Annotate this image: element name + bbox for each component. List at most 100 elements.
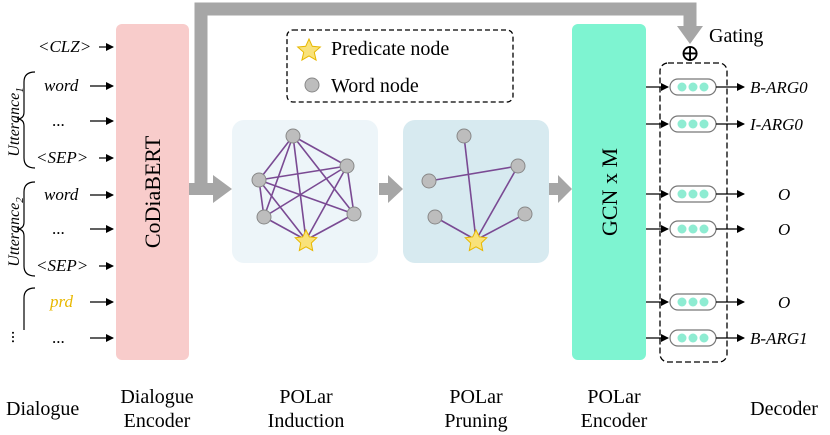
stage-label-polar-encoder-line2: Encoder [581, 410, 648, 432]
dialogue-encoder-module: CoDiaBERT [116, 24, 189, 360]
gcn-box [572, 24, 646, 360]
graph-edge [258, 135, 294, 181]
output-label: I-ARG0 [749, 115, 803, 134]
word-node [256, 209, 272, 225]
token-pill [669, 329, 717, 347]
utterance3-brace [23, 287, 36, 330]
gating-symbol: ⊕ [680, 41, 700, 67]
stage-label-polar-encoder-line1: POLar [587, 386, 641, 408]
induction-graph [232, 120, 378, 263]
predicate-node [464, 228, 488, 252]
pruning-word-nodes [421, 128, 533, 225]
graph-edge [305, 165, 348, 241]
word-node-legend-icon [304, 77, 320, 93]
decoder-outputs: B-ARG0 I-ARG0 O O O B-ARG1 [749, 78, 808, 348]
word-node [427, 209, 443, 225]
output-label: B-ARG0 [750, 78, 808, 97]
stage-label-pruning-line2: Pruning [444, 410, 507, 432]
graph-edge [428, 165, 519, 182]
pruning-panel [403, 120, 549, 263]
output-label: O [778, 220, 790, 239]
token-word-2: word [44, 185, 79, 204]
input-arrows [90, 43, 114, 342]
more-utterances-ellipsis: ... [0, 331, 18, 344]
graph-edge [475, 165, 519, 241]
graph-edge [463, 135, 477, 241]
flow-arrow-to-pruning [379, 175, 403, 203]
polar-encoder-module: GCN x M [572, 24, 646, 360]
token-sep-1: <SEP> [36, 148, 88, 167]
dialogue-inputs: <CLZ> word ... <SEP> word ... <SEP> prd … [0, 37, 114, 347]
decoder-frame [659, 62, 728, 363]
graph-edge [258, 179, 307, 241]
bypass-arrow [194, 2, 703, 186]
word-node [339, 158, 355, 174]
token-pill [669, 185, 717, 203]
graph-edge [475, 213, 526, 241]
word-node-legend-label: Word node [331, 75, 419, 97]
predicate-node-legend-icon [296, 37, 322, 62]
token-pill [669, 115, 717, 133]
decoder-output-arrows [716, 83, 745, 342]
gcn-label: GCN x M [597, 148, 622, 236]
token-clz: <CLZ> [38, 37, 91, 56]
stage-label-decoder: Decoder [750, 398, 818, 420]
utterance2-label: Utterance2 [6, 197, 26, 267]
pruning-edges [428, 135, 526, 241]
stage-label-induction-line2: Induction [268, 410, 345, 432]
flow-arrow-to-gcn [549, 175, 572, 203]
token-pill [669, 78, 717, 96]
utterance1-brace [16, 71, 36, 169]
graph-edge [434, 216, 477, 241]
token-word-1: word [44, 76, 79, 95]
graph-edge [263, 216, 307, 241]
token-pill [669, 293, 717, 311]
stage-label-pruning-line1: POLar [449, 386, 503, 408]
word-node [517, 206, 533, 222]
token-ellipsis-2: ... [52, 219, 65, 238]
word-node [346, 206, 362, 222]
gating: ⊕ Gating [680, 25, 763, 67]
pruning-graph [403, 120, 549, 263]
induction-word-nodes [251, 128, 362, 225]
stage-label-dialogue-encoder-line1: Dialogue [120, 386, 193, 408]
token-predicate: prd [49, 292, 73, 311]
graph-edge [305, 213, 355, 241]
flow-arrow-to-induction [189, 175, 232, 203]
word-node [510, 158, 526, 174]
graph-edge [346, 165, 355, 215]
graph-edge [292, 135, 355, 215]
graph-edge [292, 135, 348, 167]
flow-arrows [189, 175, 572, 203]
stage-label-dialogue: Dialogue [6, 398, 79, 420]
word-node [251, 172, 267, 188]
token-sep-2: <SEP> [36, 256, 88, 275]
graph-edge [263, 165, 348, 218]
legend: Predicate node Word node [286, 29, 514, 103]
codiabert-box [116, 24, 189, 360]
word-node [421, 173, 437, 189]
graph-edge [258, 165, 348, 181]
stage-labels: Dialogue Dialogue Encoder POLar Inductio… [6, 386, 818, 432]
predicate-node-legend-label: Predicate node [331, 38, 449, 60]
stage-label-dialogue-encoder-line2: Encoder [124, 410, 191, 432]
gcn-output-arrows [646, 83, 669, 342]
gating-label: Gating [709, 25, 763, 47]
output-label: B-ARG1 [750, 329, 808, 348]
token-ellipsis-1: ... [52, 111, 65, 130]
token-ellipsis-3: ... [52, 328, 65, 347]
word-node [456, 128, 472, 144]
word-node [285, 128, 301, 144]
graph-edge [258, 179, 355, 215]
induction-edges [258, 135, 355, 241]
codiabert-label: CoDiaBERT [140, 135, 165, 248]
output-label: O [778, 293, 790, 312]
output-label: O [778, 185, 790, 204]
utterance1-label: Utterance1 [6, 87, 26, 156]
utterance2-brace [16, 181, 36, 277]
stage-label-induction-line1: POLar [279, 386, 333, 408]
token-pill [669, 220, 717, 238]
predicate-node [294, 228, 318, 252]
legend-frame [286, 29, 514, 103]
